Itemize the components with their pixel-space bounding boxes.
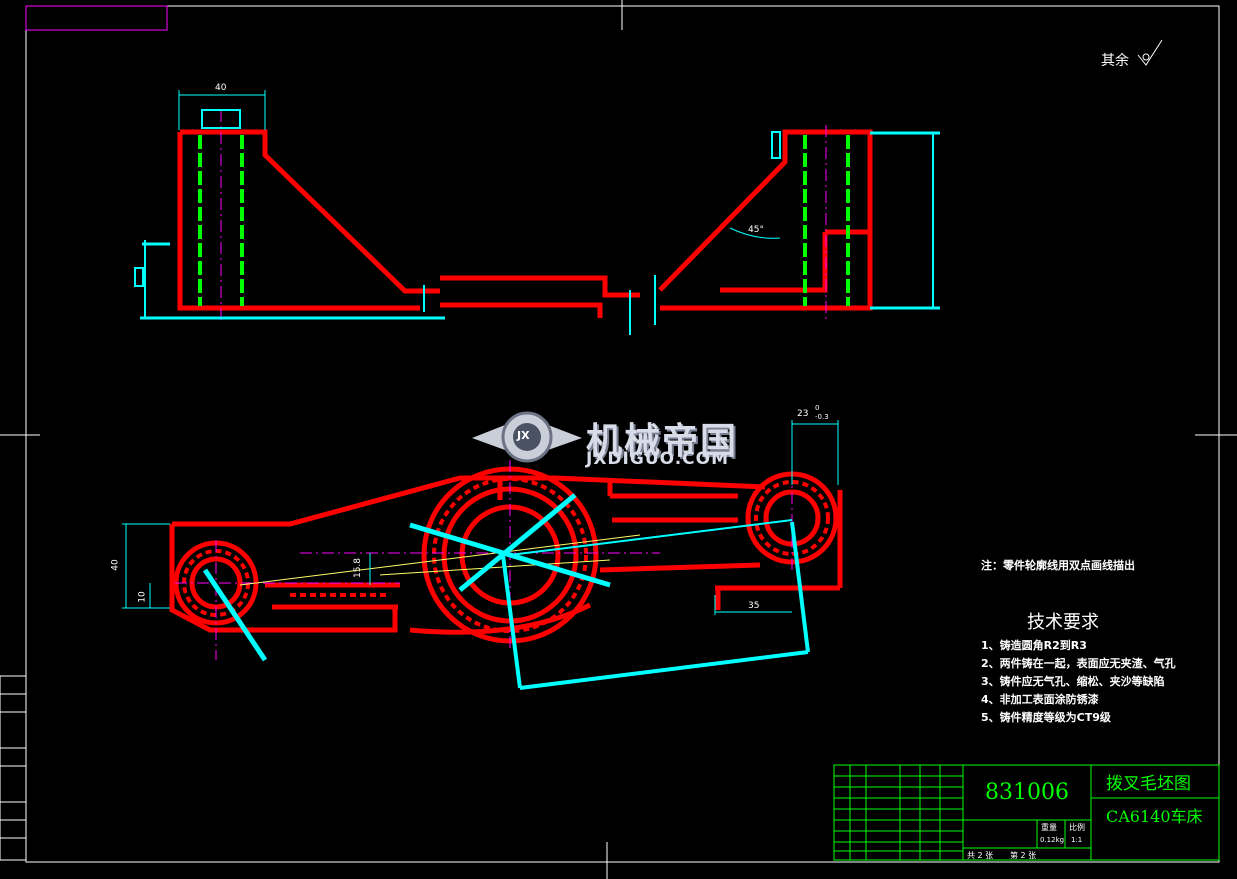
watermark-logo (472, 411, 582, 463)
scale-value: 1:1 (1071, 836, 1083, 844)
dim-top-width: 40 (215, 83, 227, 93)
watermark-logo-text: JX (517, 429, 530, 442)
machine-name: CA6140车床 (1106, 807, 1203, 826)
watermark-cn: 机械帝国 (586, 421, 739, 462)
tech-requirements-title: 技术要求 (1027, 612, 1099, 633)
watermark-en: JXDIGUO.COM (586, 449, 730, 469)
top-view-outline (177, 129, 873, 318)
top-view-hidden-lines (198, 135, 850, 306)
top-view-centerlines (220, 110, 827, 320)
corner-label-box (25, 5, 168, 31)
surface-note: 其余 (1101, 53, 1129, 69)
tech-req-item: 4、非加工表面涂防锈漆 (981, 693, 1099, 706)
sheets-total: 共 2 张 (967, 851, 994, 860)
scale-label: 比例 (1069, 823, 1085, 832)
weight-value: 0.12kg (1040, 836, 1065, 844)
top-view-dimensions (134, 90, 940, 335)
title-block-grid (833, 764, 1220, 861)
weight-label: 重量 (1041, 823, 1057, 832)
contour-note: 注：零件轮廓线用双点画线描出 (981, 559, 1135, 572)
dim-height: 40 (110, 559, 121, 571)
front-view-construction (239, 534, 641, 586)
dim-angle: 45° (748, 225, 764, 235)
sheet-number: 第 2 张 (1010, 851, 1037, 860)
dim-boss-tol-lower: -0.3 (815, 413, 829, 421)
roughness-symbol (1137, 39, 1163, 66)
part-name: 拨叉毛坯图 (1106, 774, 1191, 794)
dim-boss-tol-upper: 0 (815, 404, 820, 412)
left-margin-table (0, 675, 27, 861)
tech-req-item: 1、铸造圆角R2到R3 (981, 639, 1087, 652)
dim-boss-base: 23 (797, 409, 809, 419)
tech-req-item: 5、铸件精度等级为CT9级 (981, 711, 1111, 724)
dim-small: 15.8 (353, 557, 364, 579)
tech-req-item: 3、铸件应无气孔、缩松、夹沙等缺陷 (981, 675, 1165, 688)
dim-distance: 35 (748, 601, 760, 611)
dim-offset: 10 (137, 591, 148, 603)
front-view-dimensions (122, 420, 839, 690)
drawing-number: 831006 (985, 780, 1069, 805)
tech-req-item: 2、两件铸在一起，表面应无夹渣、气孔 (981, 657, 1176, 670)
